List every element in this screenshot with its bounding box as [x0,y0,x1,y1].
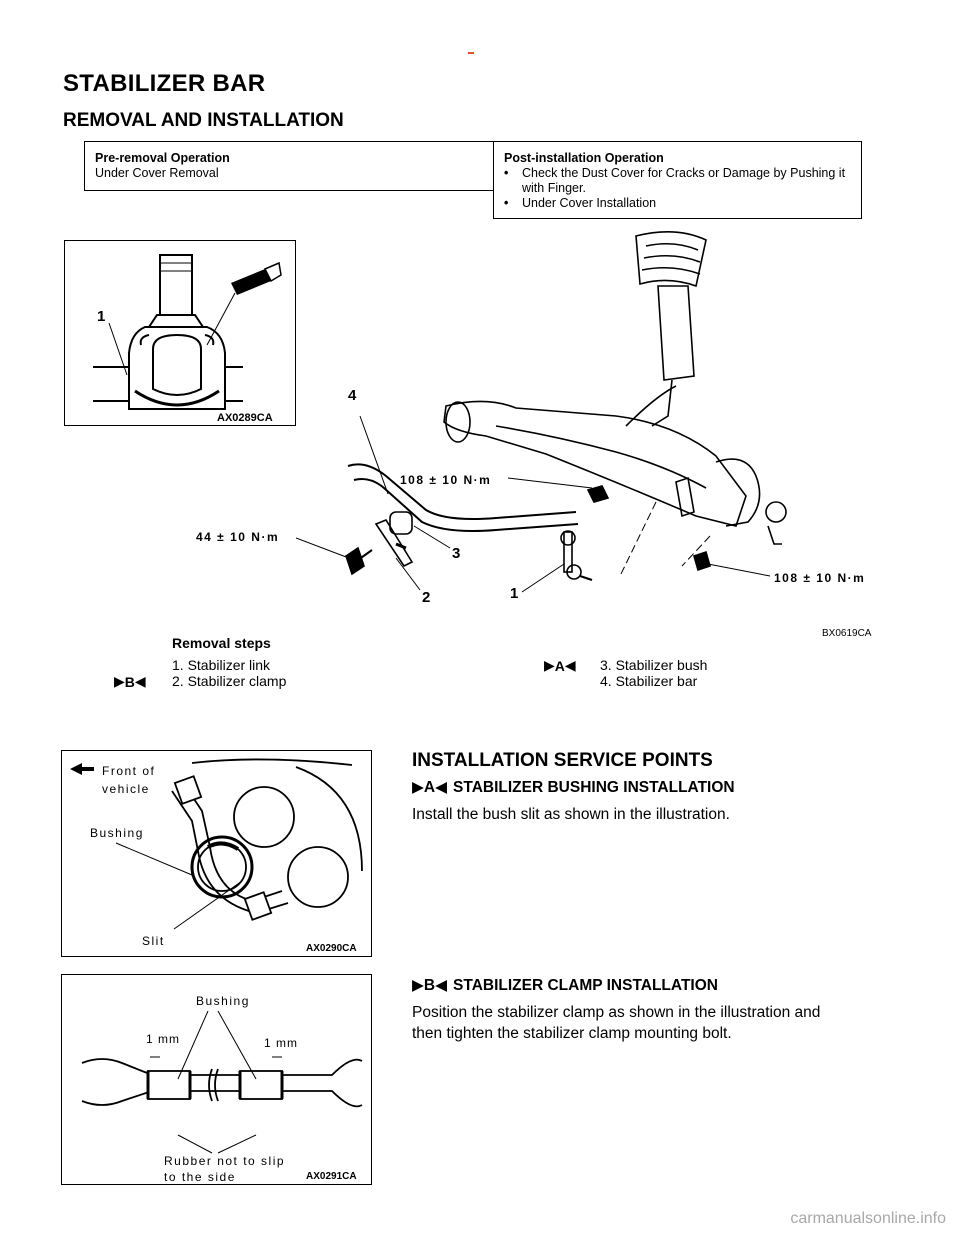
service-point-b-heading: ▶B◀ STABILIZER CLAMP INSTALLATION [412,976,718,995]
front-of-vehicle-line2: vehicle [102,782,150,796]
torque-left-label: 44 ± 10 N·m [196,530,280,544]
post-installation-item: • Under Cover Installation [504,196,657,210]
rubber-note-line1: Rubber not to slip [164,1154,285,1168]
gap-right-label: 1 mm [264,1036,298,1050]
service-point-b-text-line1: Position the stabilizer clamp as shown i… [412,1004,821,1021]
callout-2: 2 [422,589,430,606]
service-point-b-text-line2: then tighten the stabilizer clamp mounti… [412,1025,732,1042]
bushing-label: Bushing [90,826,144,840]
torque-upper: 108 ± 10 N·m [400,473,491,487]
torque-lower-right: 108 ± 10 N·m [774,571,865,585]
triangle-left-icon: ◀ [564,657,576,673]
clamp-figure-code: AX0291CA [306,1171,357,1182]
rubber-note-line2: to the side [164,1170,236,1184]
triangle-right-icon: ▶ [114,673,125,689]
service-points-title: INSTALLATION SERVICE POINTS [412,750,713,771]
bullet-icon: • [504,196,509,210]
top-mark [468,52,474,54]
bushing-figure-code: AX0290CA [306,943,357,954]
footer-watermark: carmanualsonline.info [790,1210,946,1227]
removal-step-3: 3. Stabilizer bush [600,657,708,673]
triangle-right-icon: ▶ [412,977,424,994]
removal-step-1: 1. Stabilizer link [172,657,271,673]
grease-gun-icon [206,261,282,346]
callout-1: 1 [510,585,518,602]
removal-step-2-mark: ▶B◀ [114,673,146,690]
clamp-figure: Bushing 1 mm 1 mm Rubber not to slip to … [61,974,372,1185]
main-exploded-figure: 4 3 2 1 108 ± 10 N·m 44 ± 10 N·m 108 ± 1… [295,226,876,646]
clamp-illustration: Bushing 1 mm 1 mm Rubber not to slip to … [81,994,363,1184]
removal-step-3-mark: ▶A◀ [544,657,576,674]
post-installation-item: • Check the Dust Cover for Cracks or Dam… [504,166,846,195]
page-subtitle: REMOVAL AND INSTALLATION [63,110,344,131]
callout-4: 4 [348,387,357,404]
post-installation-title: Post-installation Operation [504,151,664,165]
triangle-left-icon: ◀ [435,779,448,796]
removal-steps-title: Removal steps [172,635,271,651]
service-point-a-text: Install the bush slit as shown in the il… [412,806,730,823]
triangle-right-icon: ▶ [544,657,555,673]
main-figure-code: BX0619CA [822,628,872,639]
triangle-right-icon: ▶ [412,779,424,796]
bullet-icon: • [504,166,509,180]
triangle-left-icon: ◀ [134,673,146,689]
front-of-vehicle-line1: Front of [102,764,155,778]
pre-removal-title: Pre-removal Operation [95,151,230,165]
page-title: STABILIZER BAR [63,70,266,97]
triangle-left-icon: ◀ [435,977,448,994]
slit-label: Slit [142,934,165,948]
removal-step-4: 4. Stabilizer bar [600,673,698,689]
removal-step-2: 2. Stabilizer clamp [172,673,287,689]
gap-left-label: 1 mm [146,1032,180,1046]
suspension-illustration: 4 3 2 1 108 ± 10 N·m 44 ± 10 N·m 108 ± 1… [295,231,872,639]
front-arrow-icon [70,763,94,775]
bushing-figure: Front of vehicle Bushing Slit AX0290CA [61,750,372,957]
inset-figure-code: AX0289CA [217,412,273,424]
dust-cover-illustration: 1 AX0289CA [93,254,282,424]
callout-3: 3 [452,545,460,562]
inset-figure-dust-cover: 1 AX0289CA [64,240,296,426]
post-installation-box: Post-installation Operation • Check the … [493,141,862,219]
pre-removal-text: Under Cover Removal [95,166,219,180]
pre-removal-box: Pre-removal Operation Under Cover Remova… [84,141,494,191]
bushing-illustration: Front of vehicle Bushing Slit AX0290CA [70,758,363,954]
service-point-a-heading: ▶A◀ STABILIZER BUSHING INSTALLATION [412,778,735,797]
clamp-bushing-label: Bushing [196,994,250,1008]
inset-callout: 1 [97,308,105,325]
